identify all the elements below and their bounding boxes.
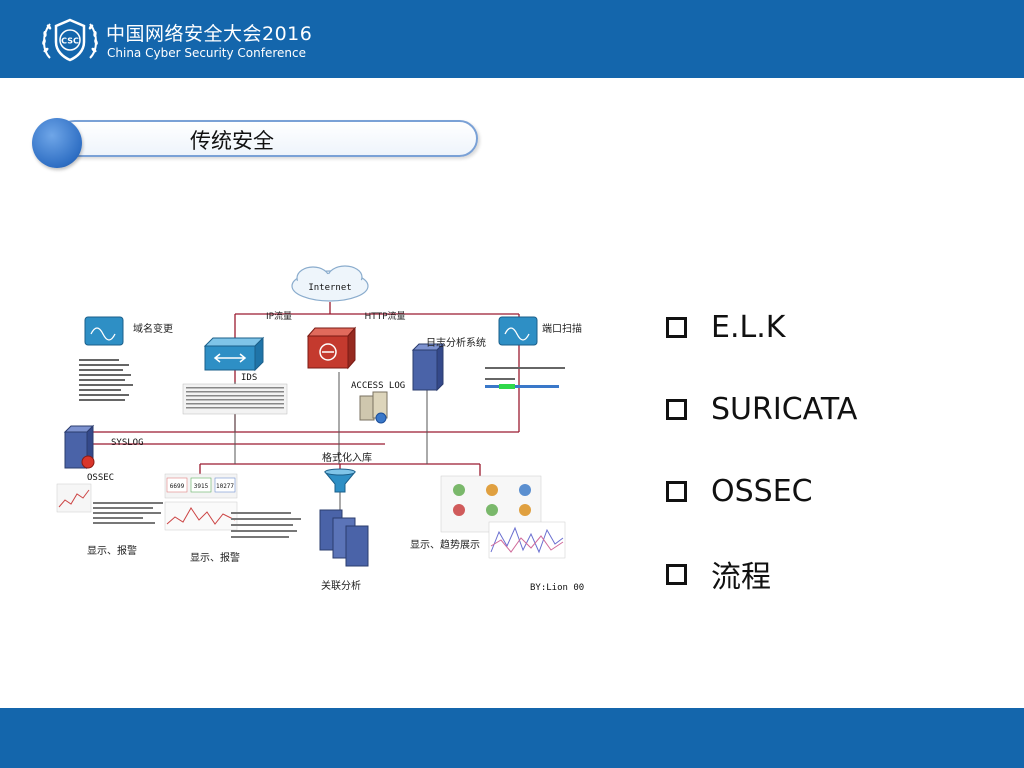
- header-bar: CSC 中国网络安全大会2016 China Cyber Security Co…: [0, 0, 1024, 78]
- section-bullet-circle: [32, 118, 82, 168]
- ids-switch-icon: [203, 336, 265, 372]
- architecture-diagram: Internet IP流量 HTTP流量 域名变更 IDS: [56, 265, 584, 593]
- correlation-servers-icon: [319, 509, 369, 567]
- log-server-icon: [411, 342, 445, 392]
- ip-flow-label: IP流量: [266, 310, 292, 322]
- access-log-servers-icon: [359, 391, 388, 424]
- access-log-label: ACCESS LOG: [351, 381, 405, 391]
- correlation-label: 关联分析: [321, 579, 361, 592]
- internet-cloud-icon: Internet: [291, 265, 369, 302]
- section-title: 传统安全: [190, 129, 274, 153]
- http-flow-label: HTTP流量: [364, 310, 405, 322]
- display-alert-label-1: 显示、报警: [87, 544, 137, 557]
- bullet-item: E.L.K: [666, 307, 785, 347]
- port-scan-icon: [498, 316, 538, 346]
- conference-title-en: China Cyber Security Conference: [107, 46, 306, 60]
- footer-bar: [0, 708, 1024, 768]
- bullet-item: SURICATA: [666, 389, 857, 429]
- firewall-icon: [306, 326, 357, 370]
- square-bullet-icon: [666, 563, 687, 585]
- square-bullet-icon: [666, 398, 687, 420]
- port-scan-output: [485, 367, 565, 389]
- bullet-text: 流程: [711, 560, 771, 595]
- kpi-1: 6699: [170, 483, 185, 490]
- kpi-dashboard: 6699 3915 10277: [164, 473, 301, 538]
- display-trend-label: 显示、趋势展示: [410, 538, 480, 551]
- ids-label: IDS: [241, 373, 257, 383]
- section-title-pill: [56, 120, 478, 157]
- port-scan-label: 端口扫描: [542, 322, 582, 335]
- byline: BY:Lion 00: [530, 583, 584, 593]
- bullet-text: OSSEC: [711, 473, 813, 509]
- bullet-item: OSSEC: [666, 471, 813, 511]
- trend-dashboard: [440, 475, 566, 559]
- format-store-label: 格式化入库: [322, 451, 372, 464]
- domain-change-icon: [84, 316, 124, 346]
- internet-label: Internet: [308, 283, 351, 293]
- ossec-label: OSSEC: [87, 473, 114, 483]
- kpi-2: 3915: [194, 483, 209, 490]
- logo-text: CSC: [61, 37, 79, 46]
- ossec-chart: [56, 483, 163, 524]
- csc-laurel-logo: CSC: [42, 18, 98, 62]
- conference-title-cn: 中国网络安全大会2016: [106, 23, 313, 45]
- square-bullet-icon: [666, 316, 687, 338]
- domain-change-label: 域名变更: [133, 322, 173, 335]
- bullet-text: E.L.K: [711, 309, 786, 345]
- ossec-server-icon: [63, 424, 95, 470]
- bullet-text: SURICATA: [711, 391, 858, 427]
- domain-list: [79, 359, 133, 401]
- display-alert-label-2: 显示、报警: [190, 551, 240, 564]
- square-bullet-icon: [666, 480, 687, 502]
- funnel-icon: [323, 468, 357, 493]
- log-system-label: 日志分析系统: [426, 336, 486, 349]
- kpi-3: 10277: [216, 483, 234, 490]
- bullet-item: 流程: [666, 554, 771, 595]
- ids-table: [182, 383, 288, 415]
- syslog-label: SYSLOG: [111, 438, 144, 448]
